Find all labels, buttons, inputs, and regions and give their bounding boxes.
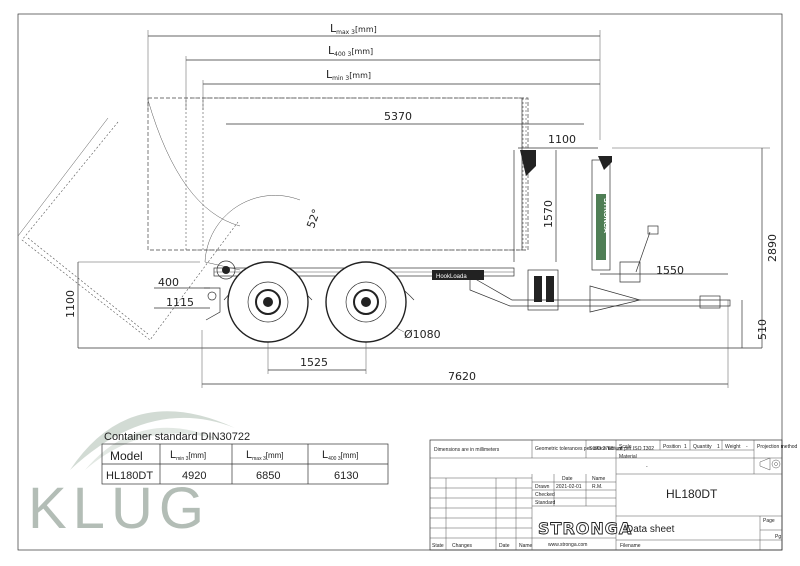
lmin-dim-label: Lmin 3[mm]: [326, 68, 371, 82]
brand-logo-text: STRONGA: [538, 519, 632, 538]
stronga-logo: STRONGA www.stronga.com: [538, 519, 632, 548]
lmax-dim-label: Lmax 3[mm]: [330, 22, 377, 36]
tb-dimensions-note: Dimensions are in millimeters: [434, 447, 500, 453]
tb-subtitle: Data sheet: [626, 524, 675, 535]
container-outlines: [17, 97, 529, 341]
header-lmax: Lmax 3[mm]: [246, 449, 284, 462]
tank: [527, 269, 559, 311]
drawbar: [469, 275, 731, 307]
tb-geometric-tol: Geometric tolerances per ISO 2768 - m: [535, 446, 622, 452]
spec-caption: Container standard DIN30722: [104, 431, 250, 443]
header-model: Model: [110, 449, 143, 463]
tip-angle: 52°: [204, 195, 323, 271]
tb-date: Date: [499, 543, 510, 549]
dim-1525: 1525: [300, 356, 328, 369]
tb-projection: Projection method: [757, 444, 798, 450]
tb-date-header: Date: [562, 476, 573, 482]
chassis-logo-plate: [432, 270, 484, 280]
l400-dim-label: L400 3[mm]: [328, 44, 373, 58]
header-lmin: Lmin 3[mm]: [170, 449, 206, 462]
tb-filename: Filename: [620, 543, 641, 549]
projection-symbol-icon: [759, 457, 781, 471]
tb-state: State: [432, 543, 444, 549]
dim-1100-top: 1100: [548, 133, 576, 146]
angle-label: 52°: [304, 207, 323, 230]
tb-changes: Changes: [452, 543, 473, 549]
rear-hook-icon: [520, 150, 536, 176]
dim-2890: 2890: [766, 234, 779, 262]
brand-website: www.stronga.com: [548, 542, 587, 548]
tb-name-header: Name: [592, 476, 606, 482]
dim-1115: 1115: [166, 296, 194, 309]
tb-weight-label: Weight: [725, 444, 741, 450]
revision-grid: [430, 474, 616, 550]
tow-eye: [699, 295, 721, 309]
length-dimensions: Lmax 3[mm] L400 3[mm] Lmin 3[mm] 5370 11…: [147, 22, 601, 149]
tb-quantity-label: Quantity: [693, 444, 712, 450]
cell-l400: 6130: [334, 470, 358, 482]
tb-pg-label: Pg: [775, 534, 781, 540]
header-l400: L400 3[mm]: [322, 449, 358, 462]
drawing-frame: [17, 13, 783, 551]
chassis-logo-text: HookLoada: [436, 274, 467, 280]
arm-brand: STRONGA: [602, 198, 609, 233]
dim-1100-left: 1100: [64, 290, 77, 318]
dim-400: 400: [158, 276, 179, 289]
tb-title: HL180DT: [666, 487, 718, 501]
dim-1570: 1570: [542, 200, 555, 228]
tb-material-value: -: [646, 464, 648, 470]
dim-1550: 1550: [656, 264, 684, 277]
cell-lmin: 4920: [182, 470, 206, 482]
dim-7620: 7620: [448, 370, 476, 383]
dim-510: 510: [756, 319, 769, 340]
cell-model: HL180DT: [106, 470, 153, 482]
tb-page-label: Page: [763, 518, 775, 524]
tb-position-label: Position: [663, 444, 681, 450]
wheel-diameter: Ø1080: [404, 328, 441, 341]
tb-weight-value: -: [746, 444, 748, 450]
tb-surface: Surface texture per ISO 1302: [589, 446, 654, 452]
tb-position-value: 1: [684, 444, 687, 450]
trailer: STRONGA HookLoada: [204, 150, 731, 343]
tb-material-label: Material: [619, 454, 637, 460]
watermark-swoosh-inner: [85, 427, 220, 470]
hook-arm-decal: [596, 194, 606, 260]
hook-icon: [598, 156, 612, 170]
watermark-text: KLUG: [28, 476, 210, 541]
tb-drawn-name: R.M.: [592, 484, 603, 490]
spec-table: Container standard DIN30722 Model Lmin 3…: [101, 431, 389, 485]
wheel-rear: [325, 261, 407, 343]
tb-drawn-date: 2021-02-01: [556, 484, 582, 490]
wheel-front: [227, 261, 309, 343]
tb-scale-label: Scale: [619, 444, 632, 450]
rear-roller: [216, 260, 236, 280]
klug-watermark: KLUG: [28, 411, 235, 541]
title-block: Dimensions are in millimeters Geometric …: [429, 439, 798, 551]
tb-name: Name: [519, 543, 533, 549]
tb-checked-label: Checked: [535, 492, 555, 498]
tb-quantity-value: 1: [717, 444, 720, 450]
tb-drawn-label: Drawn: [535, 484, 550, 490]
bottom-dimensions: 400 1115 1525 7620 Ø1080: [78, 261, 762, 388]
dim-5370: 5370: [384, 110, 412, 123]
cell-lmax: 6850: [256, 470, 280, 482]
tb-scale-value: -: [644, 444, 646, 450]
watermark-swoosh: [70, 411, 235, 470]
tb-standard-label: Standard: [535, 500, 556, 506]
height-dimensions: 1570 2890 1550 510 1100: [64, 147, 779, 348]
